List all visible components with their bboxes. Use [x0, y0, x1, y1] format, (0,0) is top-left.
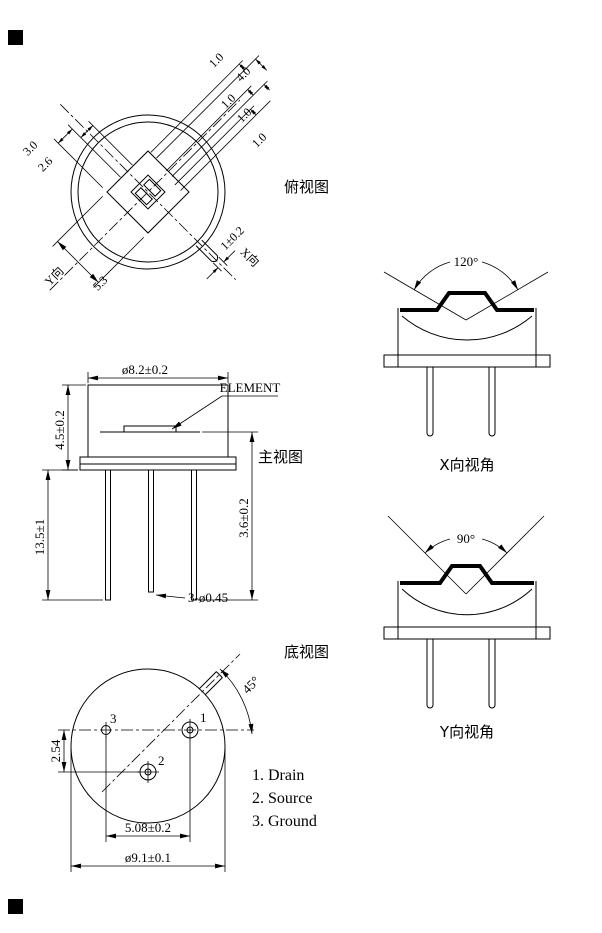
top-view-outer-circle: [70, 114, 226, 270]
pin: [105, 469, 111, 601]
locating-tab: [195, 239, 219, 263]
dim-label: 45°: [239, 673, 262, 696]
dim-label: 2.54: [48, 739, 63, 762]
element-right: [143, 178, 162, 197]
pin: [488, 367, 496, 437]
legend-item: 3. Ground: [252, 813, 317, 830]
bottom-view-circle: [70, 668, 226, 824]
front-view: ø8.2±0.2 ELEMENT 4.5±0.2 13.5±1 3.6±0.2 …: [32, 362, 303, 605]
y-direction-view: 90° Y向视角: [383, 515, 551, 741]
legend-item: 2. Source: [252, 790, 312, 807]
dim-label: 1.0: [206, 50, 227, 71]
y-view-title: Y向视角: [439, 723, 494, 741]
can-body: [87, 384, 229, 458]
top-view-title: 俯视图: [284, 178, 329, 196]
dim-label: 3.6±0.2: [236, 498, 251, 538]
dim-label: 4.5±0.2: [52, 410, 67, 450]
element-area: [130, 174, 166, 210]
pin: [148, 469, 154, 593]
dim-label: 3.0: [20, 138, 41, 159]
top-view-inner-circle: [77, 121, 219, 263]
x-view-title: X向视角: [439, 456, 494, 474]
dim-label: 90°: [457, 531, 475, 546]
dim-label: 120°: [454, 254, 479, 269]
dim-label: ø9.1±0.1: [125, 850, 171, 865]
pin-number: 2: [158, 753, 165, 768]
cap-cross-section: [400, 564, 534, 585]
x-direction-view: 120° X向视角: [383, 254, 551, 474]
bottom-view-title: 底视图: [284, 643, 329, 661]
pin: [426, 639, 434, 709]
dim-label: 3-ø0.45: [188, 590, 228, 605]
dim-label: 5.08±0.2: [125, 820, 171, 835]
flange: [383, 626, 551, 640]
sensor-element: [123, 425, 177, 433]
lens-dome: [401, 588, 533, 616]
pin-number: 1: [200, 710, 207, 725]
dim-label: 1.0: [249, 130, 270, 151]
pin: [488, 639, 496, 709]
pin-legend: 1. Drain 2. Source 3. Ground: [252, 767, 317, 830]
bottom-view: 45° 3 1 2 2.54 5.08±0.2 ø9.1±0.1 底视图: [48, 643, 329, 872]
cap-cross-section: [400, 291, 534, 312]
element-label: ELEMENT: [220, 380, 281, 395]
axis-y-label: Y向: [41, 263, 66, 288]
lens-dome: [401, 315, 533, 341]
dim-label: 5.3: [90, 273, 111, 294]
sensor-window: [106, 150, 190, 234]
dim-label: 1±0.2: [217, 223, 246, 252]
top-view: 1.0 4.0 1.0 1.0 1.0 3.0 2.6 5.3 1±0.2 Y向…: [20, 50, 329, 294]
flange: [383, 354, 551, 368]
dim-label: ø8.2±0.2: [122, 362, 168, 377]
top-view-rotated-geometry: [49, 55, 271, 291]
pin: [426, 367, 434, 437]
dim-label: 13.5±1: [32, 519, 47, 555]
front-view-title: 主视图: [258, 448, 303, 466]
axis-x-label: X向: [238, 244, 263, 269]
pin-number: 3: [110, 711, 117, 726]
legend-item: 1. Drain: [252, 767, 304, 784]
corner-mark-bottom: [8, 899, 23, 914]
element-left: [134, 187, 153, 206]
pin: [191, 469, 197, 601]
dim-label: 2.6: [35, 154, 56, 175]
corner-mark-top: [8, 30, 23, 45]
